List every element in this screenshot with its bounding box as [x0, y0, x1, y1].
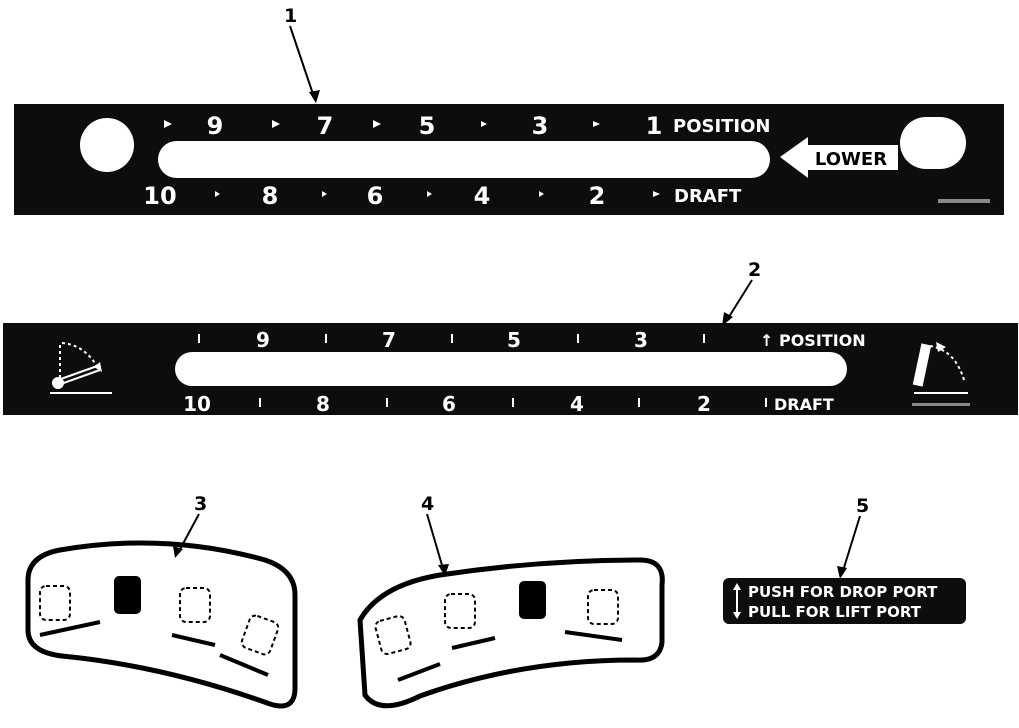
decal-3-icons [39, 576, 280, 677]
draft-number-2: 2 [697, 392, 711, 416]
position-number-1: 1 [646, 112, 663, 140]
position-number-3: 3 [532, 112, 549, 140]
callout-3-leader [177, 513, 200, 554]
callout-5-leader [841, 515, 861, 575]
position-number-7: 7 [382, 328, 396, 352]
push-pull-arrow-icon [733, 583, 741, 619]
decal-2-top-ticks [198, 334, 705, 343]
callout-1-arrowhead [309, 90, 320, 103]
draft-label: DRAFT [674, 186, 742, 207]
callout-4-arrowhead [438, 564, 449, 576]
decal-2-slot [175, 352, 847, 386]
lower-label: LOWER [815, 149, 887, 170]
decal-5-line-2: PULL FOR LIFT PORT [748, 603, 922, 621]
callouts: 1 2 3 4 5 [173, 5, 869, 579]
decal-1-right-hole [900, 117, 966, 169]
decal-4 [357, 557, 665, 709]
callout-2-arrowhead [722, 312, 733, 326]
draft-number-8: 8 [262, 182, 279, 210]
draft-label: DRAFT [774, 395, 834, 414]
right-hitch-icon [912, 342, 968, 394]
decal-1-bottom-ticks [215, 191, 660, 197]
draft-number-2: 2 [589, 182, 606, 210]
decal-2-bottom-ticks [259, 398, 767, 407]
position-label: POSITION [673, 116, 771, 137]
position-number-3: 3 [634, 328, 648, 352]
left-hitch-icon [50, 342, 112, 394]
position-number-9: 9 [256, 328, 270, 352]
decal-5-line-1: PUSH FOR DROP PORT [748, 583, 938, 601]
draft-number-8: 8 [316, 392, 330, 416]
callout-3-arrowhead [173, 546, 183, 558]
draft-number-6: 6 [367, 182, 384, 210]
callout-2: 2 [748, 259, 761, 281]
position-number-7: 7 [317, 112, 334, 140]
decal-1-part-number [938, 199, 990, 203]
decal-1-top-ticks [164, 120, 600, 128]
position-number-5: 5 [507, 328, 521, 352]
decal-4-icons [374, 581, 623, 682]
callout-1-leader [289, 25, 316, 101]
callout-3: 3 [194, 493, 207, 515]
draft-number-10: 10 [143, 182, 176, 210]
draft-number-10: 10 [183, 392, 211, 416]
draft-number-4: 4 [570, 392, 584, 416]
position-label: ↑ POSITION [760, 331, 866, 350]
lower-arrow [780, 137, 898, 178]
decal-4-outline [357, 557, 665, 709]
decal-1-slot [158, 141, 770, 178]
callout-1: 1 [284, 5, 297, 27]
callout-4-leader [426, 513, 445, 573]
decal-1: LOWER 9 7 5 3 1 POSITION 10 8 6 4 2 DRAF… [14, 104, 1004, 215]
decal-5: PUSH FOR DROP PORT PULL FOR LIFT PORT [723, 578, 966, 624]
callout-4: 4 [421, 493, 434, 515]
draft-number-4: 4 [474, 182, 491, 210]
decal-5-panel [723, 578, 966, 624]
callout-5: 5 [856, 495, 869, 517]
position-number-5: 5 [419, 112, 436, 140]
decal-2: 9 7 5 3 ↑ POSITION 10 8 6 4 2 DRAFT [3, 323, 1018, 416]
callout-2-leader [726, 279, 753, 321]
decal-2-part-number [912, 403, 970, 406]
position-number-9: 9 [207, 112, 224, 140]
decal-1-left-hole [80, 118, 134, 172]
decal-3-outline [25, 540, 298, 709]
decal-3 [25, 540, 298, 709]
callout-5-arrowhead [837, 566, 847, 579]
draft-number-6: 6 [442, 392, 456, 416]
